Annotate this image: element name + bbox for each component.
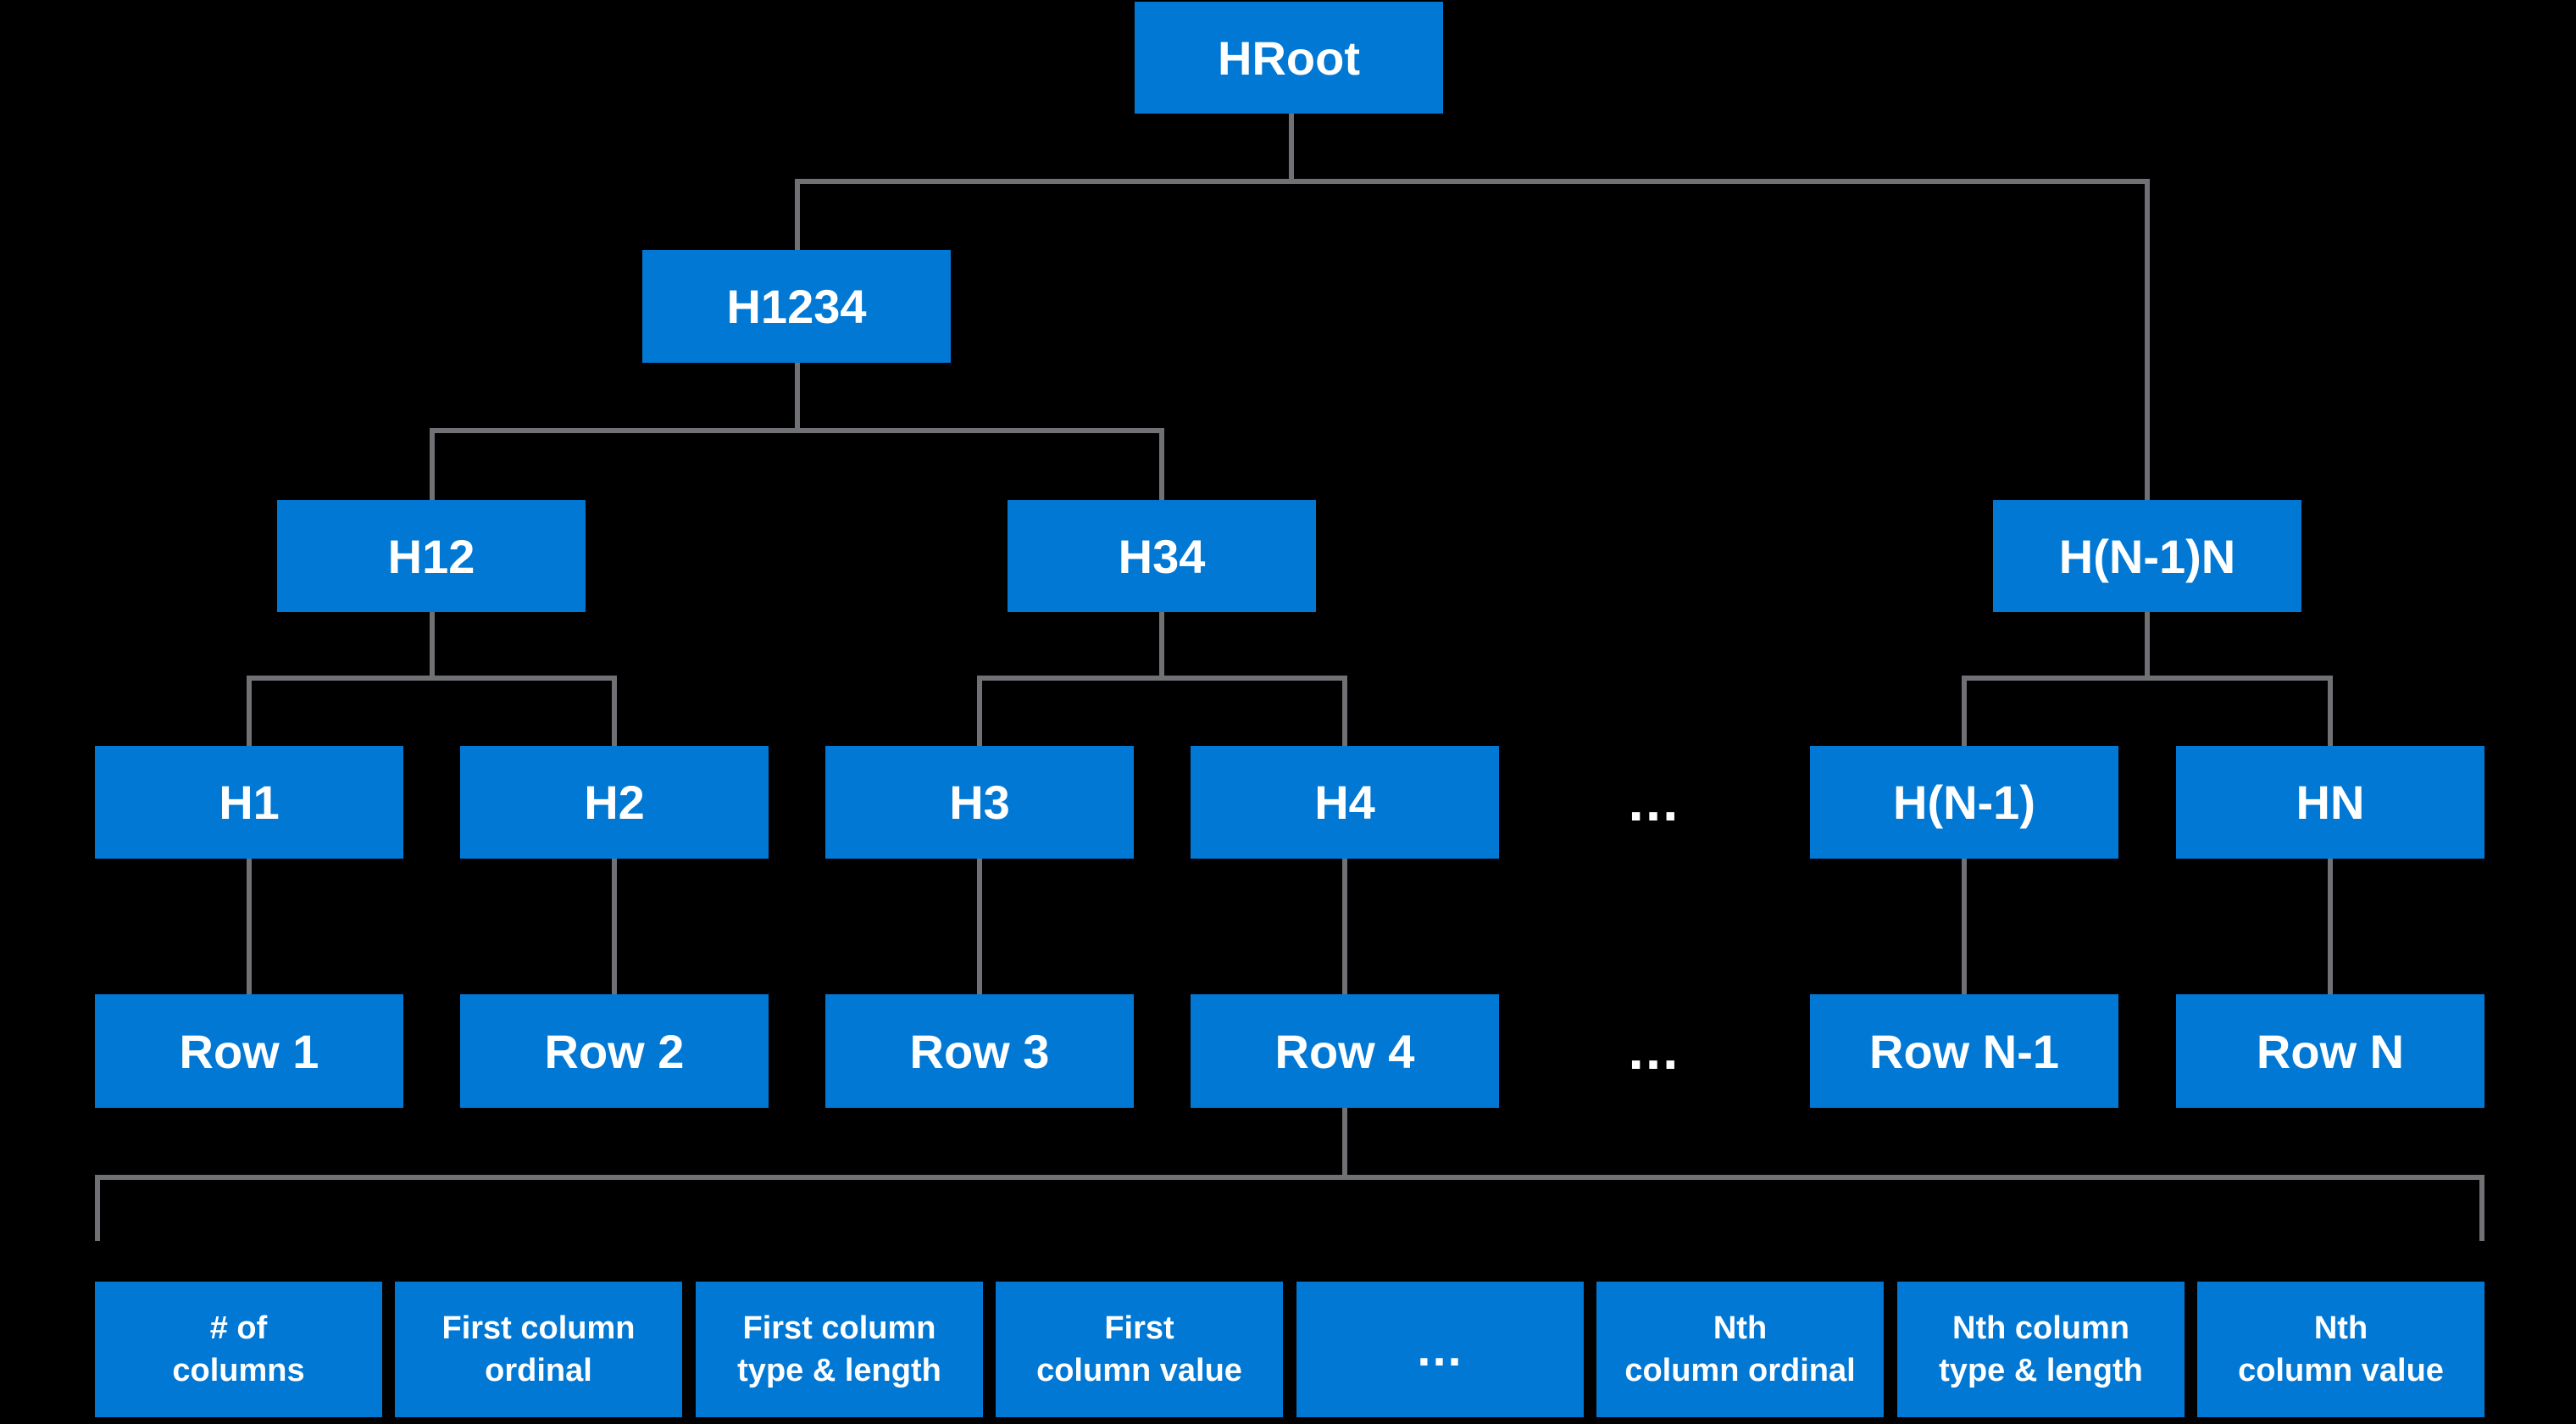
node-label: Row N-1 (1869, 1024, 2059, 1078)
node-h2: H2 (460, 746, 769, 859)
record-cell-first-value: First column value (996, 1282, 1283, 1417)
node-hn1n: H(N-1)N (1993, 500, 2301, 612)
record-cell-ellipsis: ... (1296, 1282, 1584, 1417)
connector-hn1n-stem (2145, 612, 2150, 676)
node-h1234: H1234 (642, 250, 951, 363)
record-cell-line: Nth (1713, 1310, 1768, 1346)
connector-h34-bar (977, 676, 1347, 681)
connector-h1-row1 (247, 859, 252, 994)
node-row3: Row 3 (825, 994, 1134, 1108)
node-label: Row 3 (909, 1024, 1050, 1078)
record-cell-line: First (1104, 1310, 1174, 1346)
connector-h2-row2 (612, 859, 617, 994)
node-label: H(N-1) (1893, 776, 2035, 829)
node-h4: H4 (1191, 746, 1499, 859)
record-cell-line: type & length (1939, 1353, 2143, 1388)
node-h34: H34 (1008, 500, 1316, 612)
connector-drop-hn1 (1962, 681, 1967, 746)
record-cell-line: column value (1036, 1353, 1242, 1388)
hash-level-ellipsis: ... (1628, 770, 1680, 832)
node-label: H12 (387, 529, 475, 583)
connector-h1234-bar (430, 428, 1164, 433)
connector-hn1-rown1 (1962, 859, 1967, 994)
record-cell-line: First column (441, 1310, 636, 1346)
connector-hn-rown (2328, 859, 2333, 994)
record-cell-line: ... (1417, 1321, 1463, 1377)
node-rown1: Row N-1 (1810, 994, 2118, 1108)
connector-drop-h4 (1342, 681, 1347, 746)
record-cell-line: # of (209, 1310, 268, 1346)
connector-bracket-bar (95, 1175, 2484, 1180)
connector-drop-h3 (977, 681, 982, 746)
connector-drop-h12 (430, 433, 435, 500)
node-label: HRoot (1218, 31, 1360, 85)
node-hroot: HRoot (1135, 2, 1443, 114)
record-cell-line: column ordinal (1624, 1353, 1856, 1388)
connector-bracket-left-stub (95, 1180, 100, 1241)
node-row4: Row 4 (1191, 994, 1499, 1108)
connector-top-bar (795, 179, 2150, 184)
record-cell-nth-ordinal: Nth column ordinal (1596, 1282, 1884, 1417)
node-hn: HN (2176, 746, 2484, 859)
node-row2: Row 2 (460, 994, 769, 1108)
node-label: Row 4 (1274, 1024, 1415, 1078)
node-label: H2 (584, 776, 645, 829)
connector-h12-bar (247, 676, 617, 681)
connector-h3-row3 (977, 859, 982, 994)
node-label: H34 (1118, 529, 1206, 583)
node-label: H4 (1314, 776, 1375, 829)
connector-bracket-right-stub (2479, 1180, 2484, 1241)
record-cell-line: column value (2238, 1353, 2444, 1388)
record-cell-line: type & length (737, 1353, 941, 1388)
node-h1: H1 (95, 746, 403, 859)
connector-drop-hn (2328, 681, 2333, 746)
connector-drop-h1 (247, 681, 252, 746)
node-h3: H3 (825, 746, 1134, 859)
record-cell-line: Nth column (1952, 1310, 2129, 1346)
node-label: Row 1 (179, 1024, 319, 1078)
record-cell-first-ordinal: First column ordinal (395, 1282, 682, 1417)
node-rown: Row N (2176, 994, 2484, 1108)
node-hn1: H(N-1) (1810, 746, 2118, 859)
record-cell-nth-value: Nth column value (2197, 1282, 2484, 1417)
connector-h34-stem (1159, 612, 1164, 676)
connector-drop-h1234 (795, 184, 800, 250)
connector-hn1n-bar (1962, 676, 2333, 681)
node-label: H1 (219, 776, 280, 829)
node-label: H3 (949, 776, 1010, 829)
record-cell-line: ordinal (485, 1353, 592, 1388)
record-cell-line: Nth (2313, 1310, 2368, 1346)
node-h12: H12 (277, 500, 586, 612)
node-label: Row N (2256, 1024, 2405, 1078)
connector-h1234-stem (795, 363, 800, 428)
record-cell-line: First column (742, 1310, 936, 1346)
node-row1: Row 1 (95, 994, 403, 1108)
connector-row4-stem (1342, 1108, 1347, 1175)
row-level-ellipsis: ... (1628, 1018, 1680, 1081)
record-cell-num-columns: # of columns (95, 1282, 382, 1417)
node-label: H(N-1)N (2058, 529, 2236, 583)
connector-drop-hn1n (2145, 184, 2150, 500)
record-cell-nth-type-length: Nth column type & length (1897, 1282, 2185, 1417)
connector-drop-h2 (612, 681, 617, 746)
record-cell-first-type-length: First column type & length (696, 1282, 983, 1417)
connector-h12-stem (430, 612, 435, 676)
connector-hroot-stem (1289, 114, 1294, 181)
connector-h4-row4 (1342, 859, 1347, 994)
node-label: Row 2 (544, 1024, 685, 1078)
node-label: HN (2296, 776, 2365, 829)
connector-drop-h34 (1159, 433, 1164, 500)
node-label: H1234 (726, 280, 867, 333)
record-cell-line: columns (172, 1353, 305, 1388)
